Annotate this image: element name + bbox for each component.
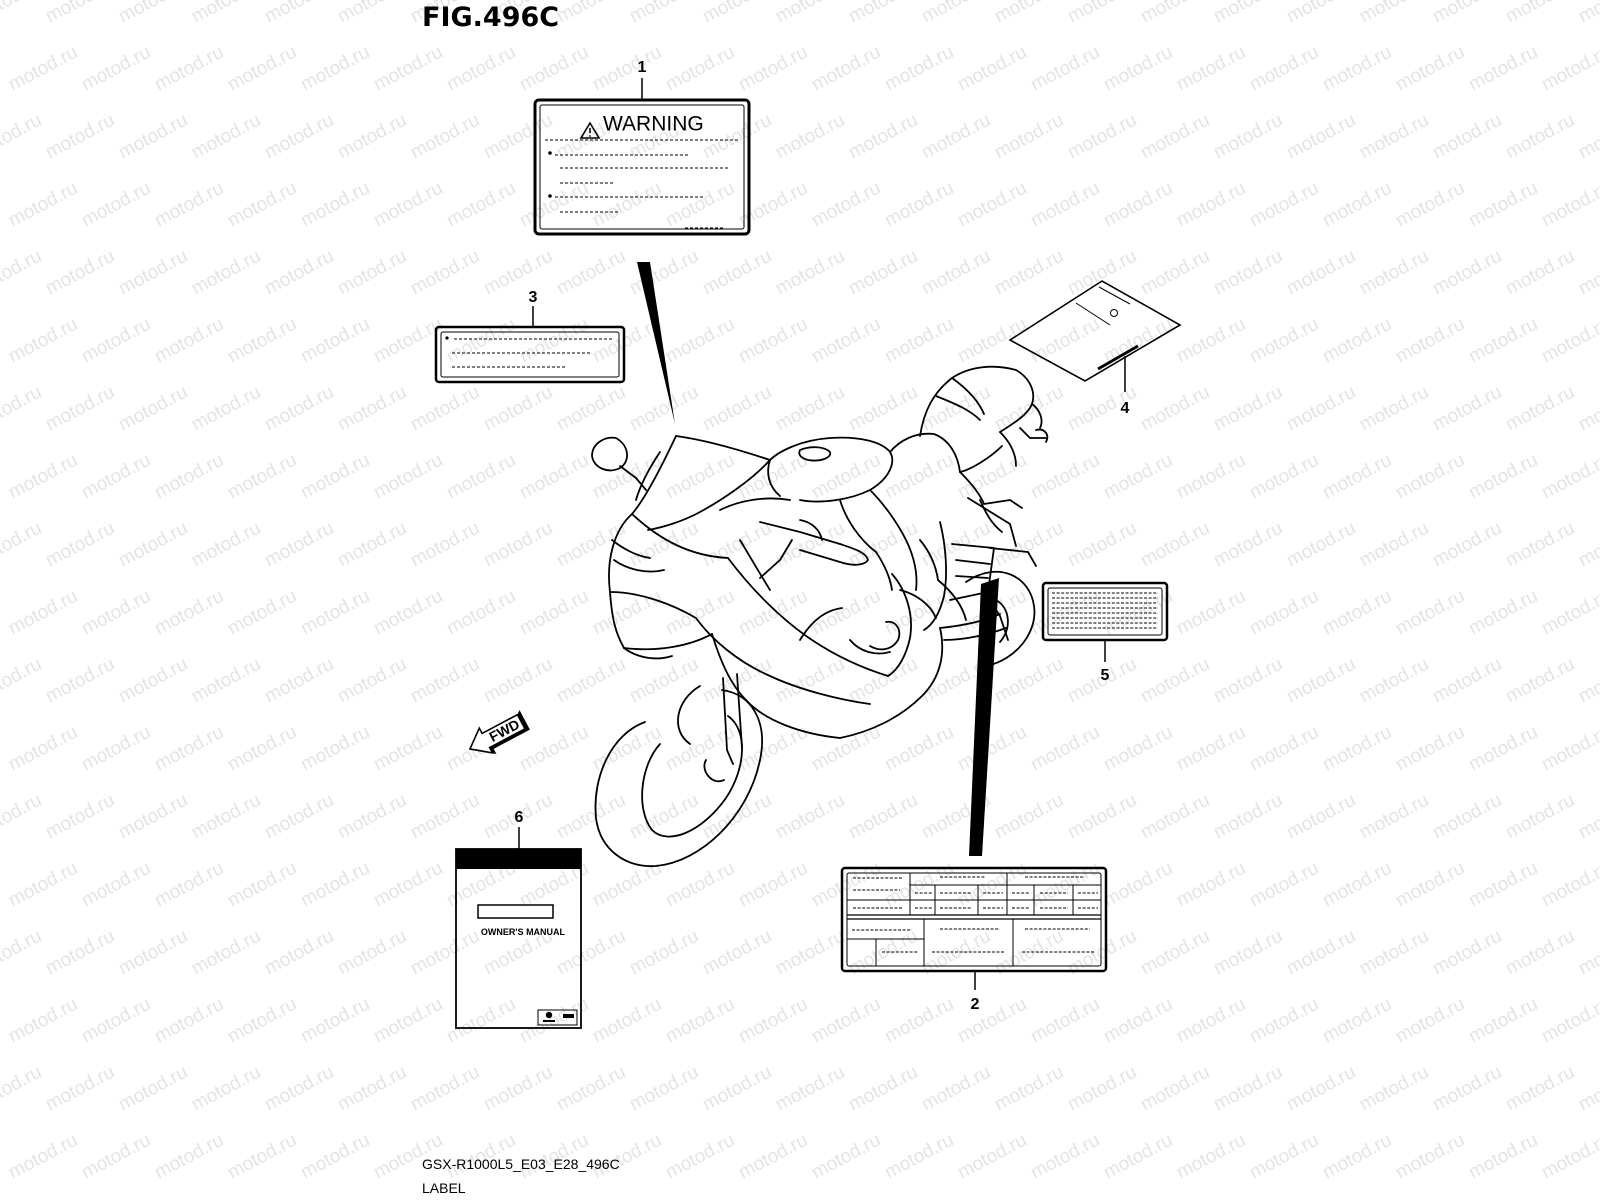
model-code: GSX-R1000L5_E03_E28_496C (422, 1156, 620, 1172)
brand-logo-icon (543, 1011, 555, 1022)
information-label[interactable] (840, 866, 1108, 973)
pointer-wedge-1 (637, 262, 675, 424)
callout-number-2: 2 (971, 996, 980, 1013)
info-card[interactable] (1008, 280, 1182, 382)
callout-number-1: 1 (638, 59, 647, 76)
figure-title: FIG.496C (422, 2, 560, 33)
pointer-wedge-2 (969, 578, 999, 856)
tire-info-label[interactable] (1041, 581, 1169, 642)
warning-heading: WARNING (603, 113, 704, 136)
motorcycle-illustration (591, 365, 1049, 867)
forward-direction-arrow: FWD (468, 710, 530, 755)
callout-number-6: 6 (515, 809, 524, 826)
manual-title: OWNER'S MANUAL (481, 927, 566, 937)
group-name: LABEL (422, 1180, 466, 1196)
owners-manual[interactable]: OWNER'S MANUAL (455, 848, 582, 1029)
callout-number-5: 5 (1101, 667, 1110, 684)
warning-label[interactable]: WARNING (533, 98, 751, 236)
callout-number-4: 4 (1121, 400, 1130, 417)
callout-number-3: 3 (529, 289, 538, 306)
caution-label[interactable] (434, 325, 626, 384)
warning-triangle-icon (579, 121, 601, 139)
